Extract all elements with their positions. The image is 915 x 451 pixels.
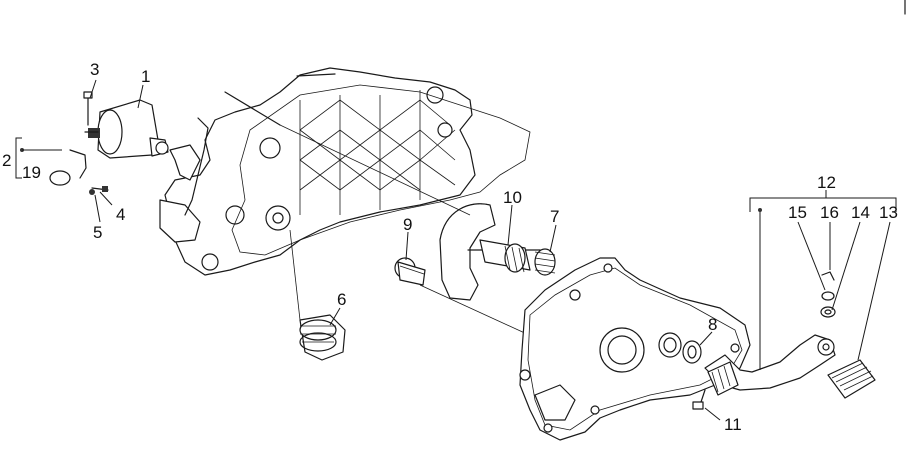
small-parts-14-16 — [820, 271, 836, 318]
callout-13: 13 — [879, 203, 898, 222]
callout-3: 3 — [90, 60, 99, 79]
spring-7 — [534, 248, 556, 276]
callout-14: 14 — [851, 203, 870, 222]
sector-gear — [439, 203, 541, 301]
kick-rubber-13 — [827, 359, 876, 399]
bolt-4-5 — [89, 186, 109, 195]
callout-10: 10 — [503, 188, 522, 207]
pinion-line — [419, 284, 541, 341]
pinion-9 — [394, 257, 426, 286]
gear-cluster-6 — [299, 314, 346, 361]
callout-2: 2 — [2, 151, 11, 170]
leader-lines — [15, 79, 897, 421]
callout-labels: 1 2 3 4 5 6 7 8 9 10 11 12 13 14 15 16 1… — [2, 60, 898, 434]
screw-3 — [83, 91, 93, 126]
bolt-11 — [692, 389, 706, 410]
callout-7: 7 — [550, 207, 559, 226]
kick-lever-12 — [704, 334, 836, 396]
callout-19: 19 — [22, 163, 41, 182]
callout-9: 9 — [403, 215, 412, 234]
shaft-axis-line — [279, 124, 471, 216]
callout-15: 15 — [788, 203, 807, 222]
callout-5: 5 — [93, 223, 102, 242]
side-cover — [519, 257, 751, 441]
callout-6: 6 — [337, 290, 346, 309]
clip-19 — [20, 148, 87, 186]
starter-bracket — [169, 117, 209, 216]
callout-1: 1 — [141, 67, 150, 86]
callout-12: 12 — [817, 173, 836, 192]
crankcase-housing — [159, 67, 531, 276]
callout-8: 8 — [708, 315, 717, 334]
callout-4: 4 — [116, 205, 125, 224]
shaft-line — [289, 229, 301, 321]
callout-11: 11 — [724, 415, 742, 434]
starter-motor — [84, 99, 169, 159]
washer-8 — [682, 340, 702, 364]
shaft-gear-10 — [479, 239, 531, 273]
callout-16: 16 — [820, 203, 839, 222]
